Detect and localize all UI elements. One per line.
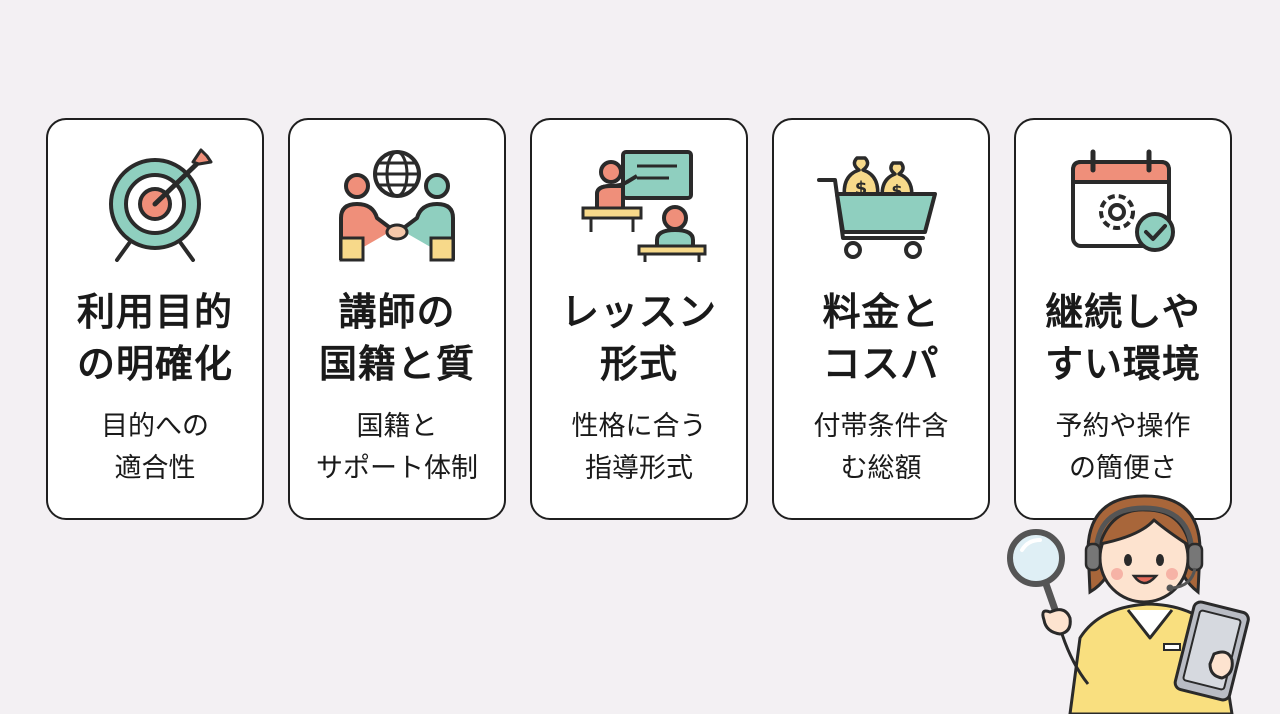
card-lesson: レッスン 形式 性格に合う 指導形式 — [530, 118, 748, 520]
card-price: $ $ 料金と コスパ 付帯条件含 む総額 — [772, 118, 990, 520]
card-title: 継続しや すい環境 — [1044, 290, 1201, 386]
card-subtitle: 国籍と サポート体制 — [316, 411, 478, 484]
calendar-gear-check-icon — [1053, 142, 1193, 262]
card-environment: 継続しや すい環境 予約や操作 の簡便さ — [1014, 118, 1232, 520]
card-subtitle: 性格に合う 指導形式 — [571, 411, 707, 484]
card-subtitle: 予約や操作 の簡便さ — [1055, 411, 1191, 484]
target-icon — [85, 142, 225, 262]
card-subtitle: 付帯条件含 む総額 — [813, 411, 949, 484]
card-title: 利用目的 の明確化 — [76, 290, 233, 386]
card-subtitle: 目的への 適合性 — [101, 411, 209, 484]
card-title: レッスン 形式 — [560, 290, 717, 386]
shopping-cart-money-icon: $ $ — [811, 142, 951, 262]
mascot-illustration — [1000, 488, 1270, 714]
card-teacher: 講師の 国籍と質 国籍と サポート体制 — [288, 118, 506, 520]
handshake-globe-icon — [327, 142, 467, 262]
svg-text:$: $ — [891, 181, 902, 200]
card-title: 料金と コスパ — [822, 290, 940, 386]
card-purpose: 利用目的 の明確化 目的への 適合性 — [46, 118, 264, 520]
card-title: 講師の 国籍と質 — [318, 290, 475, 386]
lesson-teacher-icon — [569, 142, 709, 262]
